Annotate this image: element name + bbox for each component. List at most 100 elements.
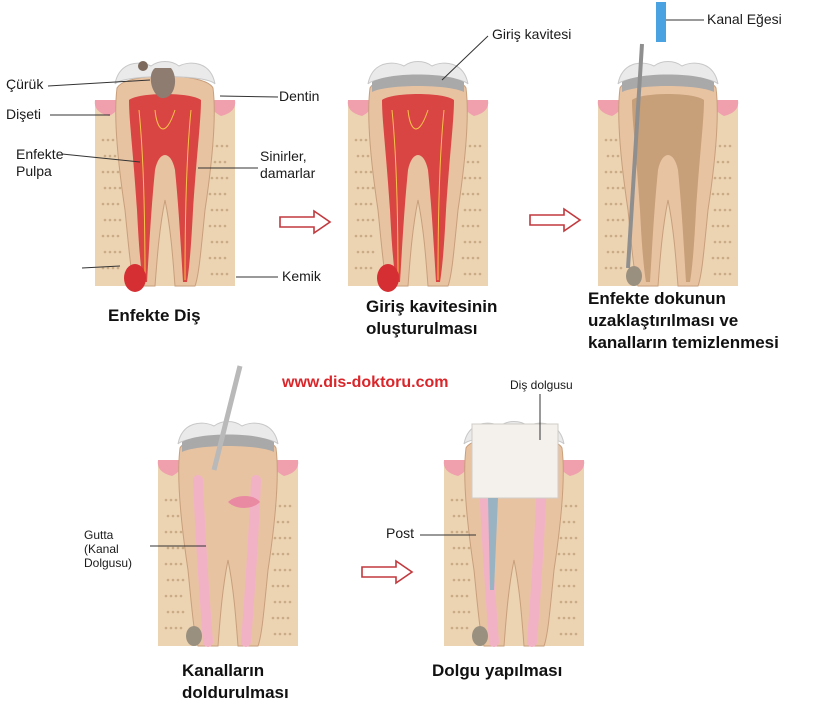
bone-dot bbox=[283, 632, 287, 636]
access-cavity bbox=[182, 434, 274, 452]
bone-dot bbox=[452, 578, 456, 582]
bone-dot bbox=[572, 616, 576, 620]
label-dentin: Dentin bbox=[279, 88, 320, 104]
bone-dot bbox=[611, 154, 615, 158]
bone-dot bbox=[356, 218, 360, 222]
bone-dot bbox=[361, 218, 365, 222]
bone-dot bbox=[616, 250, 620, 254]
bone-dot bbox=[564, 504, 568, 508]
bone-dot bbox=[726, 256, 730, 260]
bone-dot bbox=[223, 192, 227, 196]
bone-dot bbox=[218, 224, 222, 228]
bone-dot bbox=[215, 144, 219, 148]
bone-dot bbox=[283, 568, 287, 572]
bone-dot bbox=[718, 272, 722, 276]
label-gutta-line1: Gutta bbox=[84, 528, 114, 542]
bone-dot bbox=[106, 234, 110, 238]
bone-dot bbox=[574, 536, 578, 540]
bone-dot bbox=[457, 610, 461, 614]
gum-right bbox=[559, 460, 585, 476]
bone-dot bbox=[164, 498, 168, 502]
bone-dot bbox=[218, 160, 222, 164]
bone-dot bbox=[169, 594, 173, 598]
periapical-residue bbox=[626, 266, 642, 286]
caption-stage-3-line1: Enfekte dokunun bbox=[588, 289, 726, 308]
bone-dot bbox=[108, 250, 112, 254]
bone-dot bbox=[604, 234, 608, 238]
bone-dot bbox=[621, 250, 625, 254]
bone-dot bbox=[721, 256, 725, 260]
bone-dot bbox=[609, 266, 613, 270]
bone-dot bbox=[106, 170, 110, 174]
bone-dot bbox=[101, 170, 105, 174]
access-cavity bbox=[372, 74, 464, 92]
bone-dot bbox=[728, 176, 732, 180]
bone-dot bbox=[716, 224, 720, 228]
bone-dot bbox=[468, 272, 472, 276]
bone-dot bbox=[210, 240, 214, 244]
bone-dot bbox=[466, 256, 470, 260]
infected-pulp bbox=[382, 94, 454, 282]
bone-dot bbox=[169, 498, 173, 502]
leader-giris bbox=[441, 35, 489, 81]
bone-dot bbox=[106, 266, 110, 270]
infected-pulp bbox=[129, 94, 201, 282]
bone-dot bbox=[711, 256, 715, 260]
bone-dot bbox=[171, 514, 175, 518]
bone-dot bbox=[471, 224, 475, 228]
nerves bbox=[138, 109, 192, 281]
bone-dot bbox=[364, 170, 368, 174]
bone-dot bbox=[476, 160, 480, 164]
label-sinirler-line2: damarlar bbox=[260, 165, 316, 181]
bone-dot bbox=[225, 176, 229, 180]
bone-dot bbox=[169, 530, 173, 534]
bone-dot bbox=[465, 562, 469, 566]
bone-dot bbox=[283, 600, 287, 604]
tooth-stage-4 bbox=[157, 421, 299, 647]
bone-dot bbox=[116, 170, 120, 174]
bone-dot bbox=[164, 530, 168, 534]
label-gutta-line2: (Kanal bbox=[84, 542, 119, 556]
bone-dot bbox=[619, 234, 623, 238]
bone-dot bbox=[271, 552, 275, 556]
bone-dot bbox=[361, 186, 365, 190]
bone-dot bbox=[455, 626, 459, 630]
leader-pulpa bbox=[61, 153, 141, 163]
bone-dot bbox=[711, 224, 715, 228]
bone-dot bbox=[174, 626, 178, 630]
bone-dot bbox=[369, 170, 373, 174]
bone-dot bbox=[559, 568, 563, 572]
label-diseti: Dişeti bbox=[6, 106, 42, 122]
bone-dot bbox=[166, 514, 170, 518]
bone-dot bbox=[210, 272, 214, 276]
bone-dot bbox=[208, 224, 212, 228]
bone-dot bbox=[461, 224, 465, 228]
bone-dot bbox=[721, 192, 725, 196]
bone-dot bbox=[276, 616, 280, 620]
bone-dot bbox=[283, 536, 287, 540]
bone-dot bbox=[286, 584, 290, 588]
bone-dot bbox=[728, 208, 732, 212]
bone-dot bbox=[354, 266, 358, 270]
bone-dot bbox=[728, 272, 732, 276]
bone-dot bbox=[116, 234, 120, 238]
caption-stage-3: Enfekte dokunun uzaklaştırılması ve kana… bbox=[588, 288, 779, 354]
bone-dot bbox=[564, 600, 568, 604]
bone-dot bbox=[169, 626, 173, 630]
bone-dot bbox=[569, 504, 573, 508]
bone-dot bbox=[557, 552, 561, 556]
bone-dot bbox=[288, 536, 292, 540]
bone-dot bbox=[371, 186, 375, 190]
bone-dot bbox=[463, 176, 467, 180]
caption-stage-1-line1: Enfekte Diş bbox=[108, 306, 201, 325]
nerves bbox=[391, 109, 445, 281]
bone-dot bbox=[354, 202, 358, 206]
bone-dot bbox=[101, 138, 105, 142]
bone-dot bbox=[569, 600, 573, 604]
bone-dot bbox=[359, 266, 363, 270]
bone-dot bbox=[460, 562, 464, 566]
bone-dot bbox=[366, 250, 370, 254]
label-kanal-egesi: Kanal Eğesi bbox=[707, 11, 782, 27]
label-kemik: Kemik bbox=[282, 268, 321, 284]
bone-dot bbox=[611, 218, 615, 222]
